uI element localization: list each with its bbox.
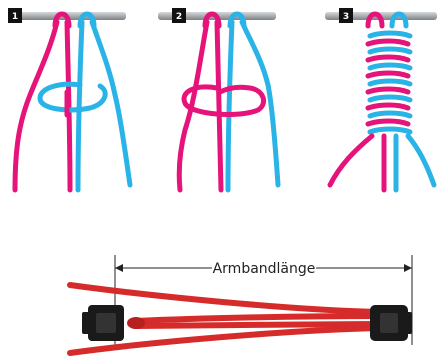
step-1-blue-loop: [40, 84, 105, 110]
step-2-blue-cord-right: [242, 22, 278, 185]
step-2-illustration: 2: [158, 8, 278, 190]
step-3-number: 3: [343, 12, 349, 22]
step-3-braid: [330, 14, 434, 190]
step-2-blue-cord-left: [228, 22, 232, 190]
buckle-left[interactable]: [82, 305, 124, 341]
armband-length-label: Armbandlänge: [213, 261, 316, 277]
dimension-arrow-left: [115, 264, 123, 272]
step-3-illustration: 3: [325, 8, 437, 190]
step-1-number: 1: [12, 12, 18, 22]
step-2-pink-cord-right: [217, 22, 221, 190]
step-1-illustration: 1: [8, 8, 130, 190]
step-1-blue-cord-left: [78, 22, 82, 190]
buckle-right[interactable]: [370, 305, 412, 341]
bracelet-measurement: Armbandlänge: [70, 255, 412, 353]
step-2-pink-cord-left: [179, 22, 207, 190]
dimension-arrow-right: [404, 264, 412, 272]
cord-knot: [127, 317, 145, 329]
step-2-number: 2: [176, 12, 182, 22]
